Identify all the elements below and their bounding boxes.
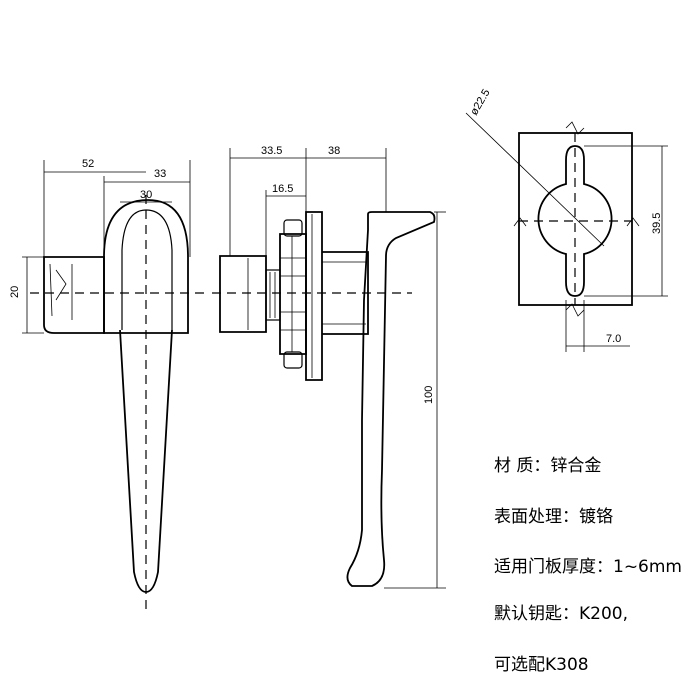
dim-30: 30 [140,189,152,201]
spec-material-label: 材 质： [494,456,551,476]
spec-key: 默认钥匙：K200, [494,604,628,624]
spec-key-value: K200, [579,604,628,624]
dim-20: 20 [9,286,21,298]
dim-38: 38 [328,145,340,157]
cutout-view [465,112,668,352]
dim-33: 33 [154,168,166,180]
dim-52: 52 [82,158,94,170]
dim-100: 100 [423,386,435,404]
spec-thickness-value: 1~6mm [613,557,682,577]
spec-optional: 可选配K308 [494,655,589,675]
dim-39-5: 39.5 [651,213,663,234]
spec-thickness-label: 适用门板厚度： [494,557,613,577]
dim-7-0: 7.0 [606,333,621,345]
side-view [212,148,446,589]
spec-surface-value: 镀铬 [579,507,613,527]
dim-diameter: ø22.5 [468,87,492,117]
spec-material: 材 质：锌合金 [494,456,601,476]
spec-material-value: 锌合金 [550,456,602,476]
spec-key-label: 默认钥匙： [494,604,579,624]
dim-33-5: 33.5 [261,145,282,157]
spec-surface-label: 表面处理： [494,507,579,527]
spec-thickness: 适用门板厚度：1~6mm [494,557,682,577]
spec-surface: 表面处理：镀铬 [494,507,613,527]
spec-optional-value: 可选配K308 [494,655,589,675]
front-view [22,160,205,610]
dim-16-5: 16.5 [272,183,293,195]
